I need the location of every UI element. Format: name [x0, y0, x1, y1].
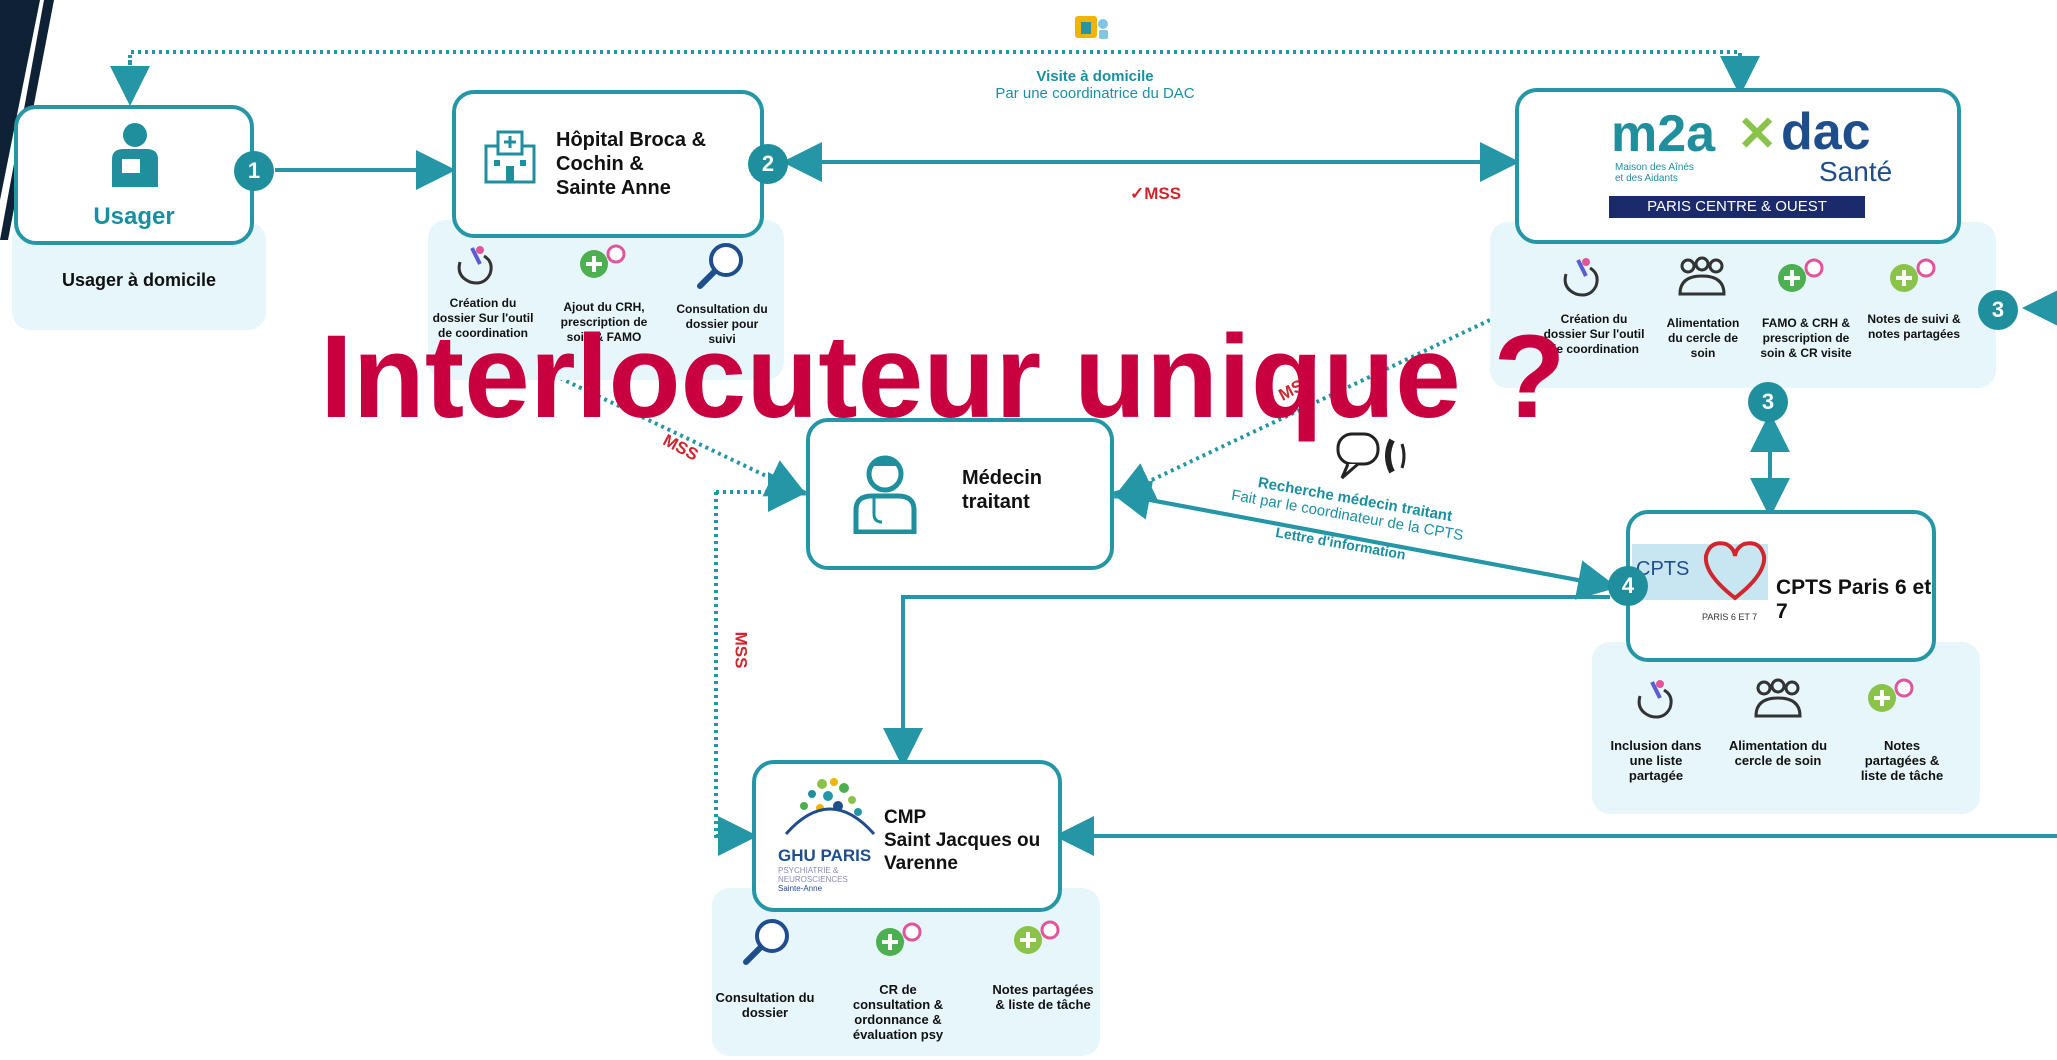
- ghu-sub-line3: Sainte-Anne: [778, 884, 823, 893]
- dac-banner: PARIS CENTRE & OUEST: [1609, 196, 1865, 218]
- visite-line1: Visite à domicile: [1036, 68, 1154, 85]
- usager-caption: Usager à domicile: [61, 270, 217, 290]
- cpts-box: CPTS PARIS 6 ET 7 CPTS Paris 6 et 7: [1626, 510, 1936, 662]
- badge-3-side: 3: [1978, 290, 2018, 330]
- notes-icon: [1012, 918, 1062, 963]
- add-document-icon: [578, 242, 628, 287]
- cpts-action-1: Inclusion dans une liste partagée: [1610, 738, 1702, 783]
- cpts-logo-sub: PARIS 6 ET 7: [1702, 612, 1758, 622]
- ghu-dots-logo: [784, 778, 876, 835]
- dac-logo: dac: [1781, 103, 1871, 161]
- cmp-title-line1: CMP: [884, 807, 927, 828]
- add-document-icon: [874, 920, 924, 965]
- folder-create-icon: [1558, 254, 1604, 305]
- dac-x-icon: ✕: [1737, 108, 1778, 161]
- visite-label: Visite à domicile Par une coordinatrice …: [900, 68, 1290, 102]
- medecin-title-line1: Médecin: [962, 467, 1043, 489]
- mss-label-top: ✓MSS: [1130, 184, 1182, 203]
- medecin-box: Médecin traitant: [806, 418, 1114, 570]
- hopital-action-2: Ajout du CRH, prescription de soin & FAM…: [560, 300, 648, 344]
- ghu-logo: GHU PARIS: [778, 846, 872, 865]
- cmp-action-1: Consultation du dossier: [715, 990, 815, 1020]
- medecin-title: Médecin traitant: [962, 466, 1042, 514]
- m2a-sub-line1: Maison des Aînés: [1615, 162, 1694, 173]
- mss-label-vertical: MSS: [730, 632, 750, 669]
- hopital-action-3: Consultation du dossier pour suivi: [676, 302, 768, 346]
- dac-action-1: Création du dossier Sur l'outil de coord…: [1543, 312, 1645, 356]
- family-home-icon: [1073, 10, 1111, 40]
- hopital-title: Hôpital Broca & Cochin & Sainte Anne: [556, 128, 706, 200]
- cpts-logo: CPTS: [1636, 558, 1690, 580]
- cmp-title: CMP Saint Jacques ou Varenne: [884, 806, 1040, 875]
- ghu-logo-sub: PSYCHIATRIE & NEUROSCIENCES Sainte-Anne: [778, 866, 848, 893]
- hopital-action-1: Création du dossier Sur l'outil de coord…: [432, 296, 534, 340]
- ghu-sub-line1: PSYCHIATRIE &: [778, 866, 839, 875]
- folder-create-icon: [452, 242, 498, 293]
- hopital-title-line2: Cochin &: [556, 153, 644, 175]
- search-icon: [740, 916, 792, 973]
- sante-logo: Santé: [1819, 156, 1893, 187]
- doctor-icon: [853, 455, 917, 534]
- hospital-icon: [484, 130, 536, 184]
- m2a-logo: m2a: [1611, 105, 1716, 163]
- care-circle-icon: [1752, 678, 1804, 723]
- dac-panel: [1490, 222, 1996, 388]
- m2a-sub: Maison des Aînés et des Aidants: [1615, 162, 1694, 184]
- mss-text: MSS: [1144, 184, 1182, 203]
- phone-chat-icon: [1334, 430, 1420, 491]
- cmp-action-2: CR de consultation & ordonnance & évalua…: [852, 982, 944, 1042]
- cpts-action-2: Alimentation du cercle de soin: [1728, 738, 1828, 768]
- cmp-panel: [712, 888, 1100, 1056]
- notes-icon: [1866, 676, 1916, 721]
- cmp-title-line3: Varenne: [884, 853, 958, 874]
- visite-line2: Par une coordinatrice du DAC: [995, 85, 1195, 102]
- overlay-title: Interlocuteur unique ?: [320, 311, 1566, 443]
- care-circle-icon: [1676, 256, 1728, 301]
- add-document-icon: [1776, 256, 1826, 301]
- hopital-box: Hôpital Broca & Cochin & Sainte Anne: [452, 90, 764, 238]
- dac-action-2: Alimentation du cercle de soin: [1666, 316, 1740, 360]
- usager-box: Usager: [14, 105, 254, 245]
- patient-icon: [112, 123, 158, 187]
- ghu-sub-line2: NEUROSCIENCES: [778, 875, 848, 884]
- cpts-panel: [1592, 642, 1980, 814]
- hopital-title-line3: Sainte Anne: [556, 177, 671, 199]
- cpts-title: CPTS Paris 6 et 7: [1776, 576, 1932, 623]
- heart-icon: [1703, 541, 1767, 601]
- cpts-action-3: Notes partagées & liste de tâche: [1860, 738, 1944, 783]
- badge-2: 2: [748, 144, 788, 184]
- badge-1: 1: [234, 151, 274, 191]
- dac-action-4: Notes de suivi & notes partagées: [1867, 312, 1961, 341]
- badge-3-down: 3: [1748, 382, 1788, 422]
- search-icon: [694, 240, 746, 297]
- badge-4: 4: [1608, 566, 1648, 606]
- cmp-action-3: Notes partagées & liste de tâche: [992, 982, 1094, 1012]
- dac-box: m2a Maison des Aînés et des Aidants ✕ da…: [1515, 88, 1961, 244]
- cmp-title-line2: Saint Jacques ou: [884, 830, 1041, 851]
- folder-create-icon: [1632, 676, 1678, 727]
- mss-text: MSS: [731, 631, 751, 669]
- medecin-title-line2: traitant: [962, 491, 1030, 513]
- m2a-sub-line2: et des Aidants: [1615, 173, 1678, 184]
- usager-label: Usager: [93, 203, 175, 230]
- hopital-title-line1: Hôpital Broca &: [556, 129, 707, 151]
- dac-action-3: FAMO & CRH & prescription de soin & CR v…: [1760, 316, 1852, 360]
- notes-icon: [1888, 256, 1938, 301]
- cmp-box: GHU PARIS PSYCHIATRIE & NEUROSCIENCES Sa…: [752, 760, 1062, 912]
